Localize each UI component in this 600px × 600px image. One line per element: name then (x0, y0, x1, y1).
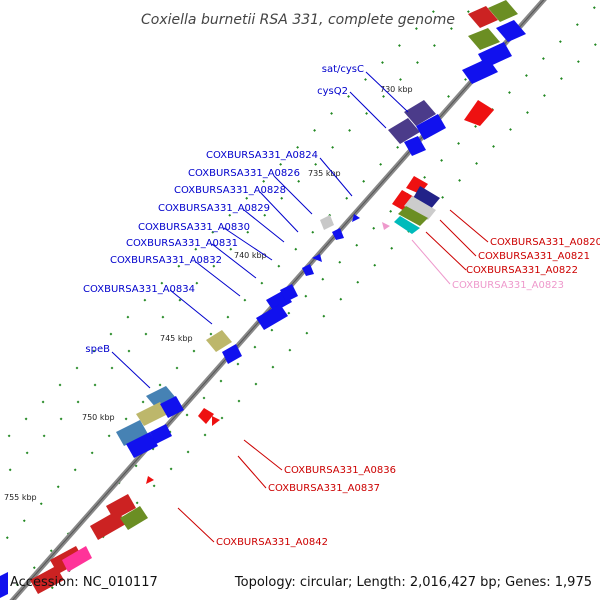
gene-arrow (412, 186, 440, 210)
forward-genes (0, 0, 526, 598)
gene-label[interactable]: COXBURSA331_A0829 (158, 203, 270, 214)
gene-arrow (352, 214, 360, 222)
gene-arrow (468, 28, 500, 50)
accession-text: Accession: NC_010117 (10, 575, 158, 590)
gene-label[interactable]: COXBURSA331_A0821 (478, 251, 590, 262)
genome-summary-text: Topology: circular; Length: 2,016,427 bp… (234, 575, 592, 590)
gene-arrow (392, 190, 416, 212)
forward-leaders (111, 71, 409, 389)
gene-arrow (146, 476, 154, 484)
gene-arrow (416, 114, 446, 140)
gene-arrow (90, 510, 126, 540)
gene-label[interactable]: COXBURSA331_A0836 (284, 465, 396, 476)
gene-arrow (126, 432, 158, 458)
gene-arrow (198, 408, 214, 424)
gene-label[interactable]: COXBURSA331_A0837 (268, 483, 380, 494)
reverse-labels: COXBURSA331_A0820 COXBURSA331_A0821 COXB… (216, 237, 600, 548)
gene-arrow (116, 420, 148, 446)
gene-label[interactable]: COXBURSA331_A0842 (216, 537, 328, 548)
gene-arrow (404, 136, 426, 156)
gene-arrow (136, 402, 168, 426)
gene-label[interactable]: COXBURSA331_A0828 (174, 185, 286, 196)
gene-arrow (62, 546, 92, 572)
gene-label[interactable]: COXBURSA331_A0826 (188, 168, 300, 179)
gene-arrow (464, 100, 494, 126)
gene-arrow (0, 572, 8, 598)
gene-arrow (394, 216, 420, 234)
gene-arrow (160, 396, 184, 418)
gene-arrow (404, 196, 436, 220)
gene-label[interactable]: COXBURSA331_A0834 (83, 284, 195, 295)
gene-arrow (462, 58, 498, 84)
gene-arrow (404, 100, 436, 126)
gene-arrow (488, 0, 518, 22)
gene-arrow (280, 284, 298, 302)
gene-arrow (150, 424, 172, 444)
gene-label[interactable]: sat/cysC (322, 64, 364, 75)
gene-label[interactable]: COXBURSA331_A0824 (206, 150, 318, 161)
gene-label[interactable]: speB (85, 344, 110, 355)
gene-arrow (146, 386, 176, 408)
tick-label: 730 kbp (380, 85, 413, 94)
gene-arrow (398, 206, 428, 226)
gene-label[interactable]: COXBURSA331_A0822 (466, 265, 578, 276)
reverse-leaders (177, 209, 489, 543)
gene-arrow (382, 222, 390, 230)
reverse-genes (146, 100, 494, 484)
tick-label: 750 kbp (82, 413, 115, 422)
gene-label[interactable]: COXBURSA331_A0832 (110, 255, 222, 266)
tick-label: 740 kbp (234, 251, 267, 260)
gene-label[interactable]: cysQ2 (317, 86, 348, 97)
gene-arrow (312, 254, 322, 262)
gene-arrow (206, 330, 232, 352)
gene-arrow (212, 416, 220, 426)
gene-arrow (388, 118, 420, 144)
gene-arrow (320, 215, 334, 230)
gene-arrow (302, 264, 314, 276)
gene-arrow (256, 304, 288, 330)
gene-label[interactable]: COXBURSA331_A0830 (138, 222, 250, 233)
gene-arrow (30, 566, 64, 594)
gene-label[interactable]: COXBURSA331_A0831 (126, 238, 238, 249)
scale-ticks: 730 kbp 735 kbp 740 kbp 745 kbp 750 kbp … (4, 85, 413, 502)
gene-label[interactable]: COXBURSA331_A0820 (490, 237, 600, 248)
gene-label[interactable]: COXBURSA331_A0823 (452, 280, 564, 291)
gene-arrow (468, 6, 498, 28)
gene-arrow (120, 506, 148, 530)
tick-label: 745 kbp (160, 334, 193, 343)
forward-labels: sat/cysC cysQ2 COXBURSA331_A0824 COXBURS… (83, 64, 364, 355)
gene-arrow (222, 344, 242, 364)
gene-arrow (332, 228, 344, 240)
gene-arrow (496, 20, 526, 42)
tick-label: 755 kbp (4, 493, 37, 502)
map-title: Coxiella burnetii RSA 331, complete geno… (141, 12, 455, 28)
tick-label: 735 kbp (308, 169, 341, 178)
